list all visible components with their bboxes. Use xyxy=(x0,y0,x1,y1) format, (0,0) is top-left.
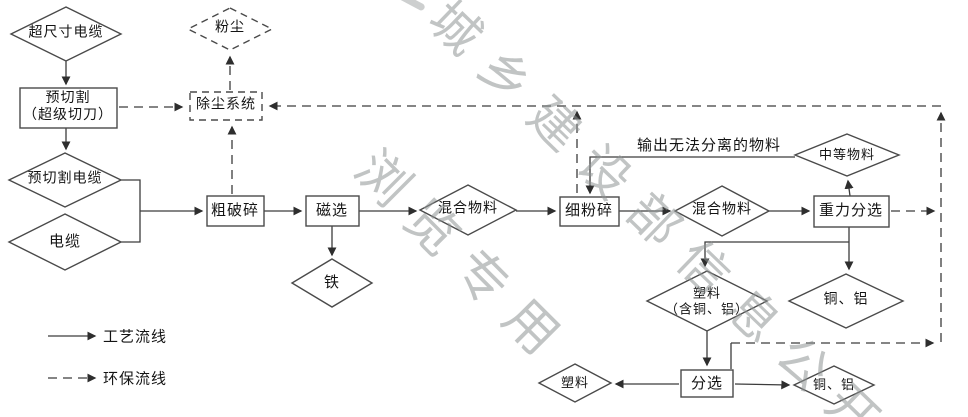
node-cualuminum2-label: 铜、铝 xyxy=(812,377,856,393)
node-cable-label: 电缆 xyxy=(48,234,82,250)
node-plastic-metal-line2: （含铜、铝） xyxy=(664,301,750,316)
node-precut-label: 预切割（超级切刀） xyxy=(23,91,113,125)
node-precut-line1: 预切割 xyxy=(45,91,91,107)
node-shapes xyxy=(7,6,905,405)
node-oversize-cable-label: 超尺寸电缆 xyxy=(28,25,104,41)
edge-gravity-to-plasticmetal xyxy=(700,241,849,268)
node-sorting-label: 分选 xyxy=(690,376,724,392)
edge-label-unseparable: 输出无法分离的物料 xyxy=(636,138,782,154)
shape-precut-cable-diamond xyxy=(7,152,123,208)
shape-medium-diamond xyxy=(793,133,901,177)
node-mixed1-label: 混合物料 xyxy=(438,201,498,217)
node-coarse-crush-label: 粗破碎 xyxy=(210,203,260,219)
edge-medium-to-finecrush xyxy=(585,156,795,195)
node-cualuminum1-label: 铜、铝 xyxy=(823,292,869,308)
shape-mixed1-diamond xyxy=(418,184,518,236)
node-plastic-label: 塑料 xyxy=(560,375,590,391)
shape-gravity-box xyxy=(813,195,890,228)
shape-coarse-crush-box xyxy=(206,195,265,227)
node-plastic-metal-line1: 塑料 xyxy=(692,285,722,301)
shape-dust-diamond xyxy=(186,7,274,51)
edge-sorting-to-cualuminum2 xyxy=(734,380,791,390)
node-precut-cable-label: 预切割电缆 xyxy=(27,171,103,187)
process-flow-lines xyxy=(48,61,854,390)
legend-environment-label: 环保流线 xyxy=(103,371,168,388)
shape-plastic-diamond xyxy=(537,363,613,403)
shape-oversize-cable-diamond xyxy=(9,6,123,62)
node-dust-system-label: 除尘系统 xyxy=(196,97,256,113)
shape-dust-system-box xyxy=(189,91,263,121)
node-medium-label: 中等物料 xyxy=(818,147,876,163)
legend-process-label: 工艺流线 xyxy=(103,329,168,346)
node-precut-line2: （超级切刀） xyxy=(23,108,113,123)
environment-flow-lines xyxy=(48,55,946,383)
node-magnetic-label: 磁选 xyxy=(315,203,349,219)
shape-sorting-box xyxy=(680,369,734,398)
shape-cualuminum1-diamond xyxy=(787,273,905,329)
node-fine-crush-label: 细粉碎 xyxy=(564,203,614,219)
node-plastic-metal-label: 塑料（含铜、铝） xyxy=(665,285,749,316)
node-dust-label: 粉尘 xyxy=(215,20,245,36)
node-mixed2-label: 混合物料 xyxy=(692,202,752,218)
shape-precut-box xyxy=(19,87,118,129)
shape-mixed2-diamond xyxy=(673,185,771,237)
shape-plastic-metal-diamond xyxy=(645,270,769,332)
shape-fine-crush-box xyxy=(559,196,620,227)
shape-iron-diamond xyxy=(290,258,374,308)
node-iron-label: 铁 xyxy=(323,275,341,291)
shape-magnetic-box xyxy=(305,195,360,227)
edge-merge-bracket xyxy=(121,179,141,243)
shape-cable-diamond xyxy=(7,213,123,271)
shape-cualuminum2-diamond xyxy=(792,365,876,405)
edge-gravity-to-medium xyxy=(844,179,854,197)
node-gravity-label: 重力分选 xyxy=(818,203,884,219)
